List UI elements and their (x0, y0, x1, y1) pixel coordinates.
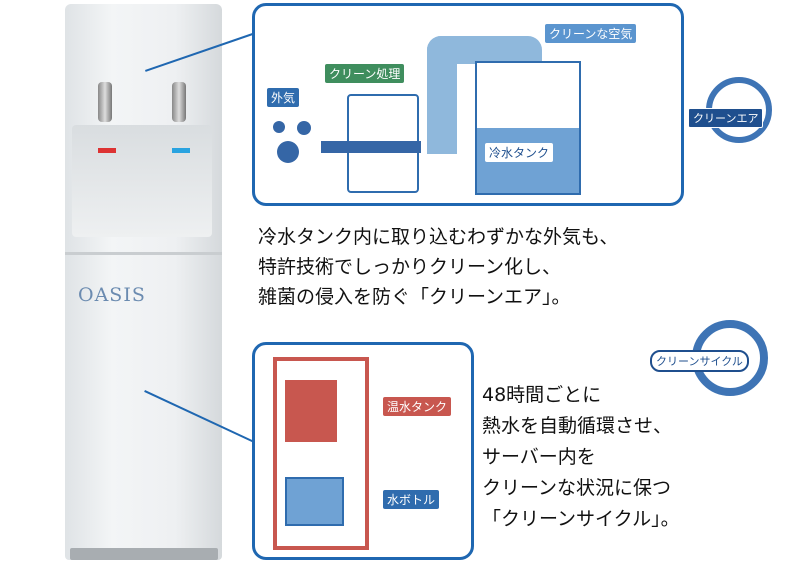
particle (297, 121, 311, 135)
particle (277, 141, 299, 163)
outside-air-label: 外気 (267, 88, 300, 107)
cold-tank: 冷水タンク (475, 61, 581, 195)
air-flow-arrow (321, 141, 421, 153)
clean-cycle-badge-text: クリーンサイクル (650, 350, 749, 372)
clean-air-badge: クリーンエア (688, 72, 778, 152)
water-bottle-label: 水ボトル (383, 490, 440, 509)
cold-indicator (172, 148, 190, 153)
air-duct-top (427, 36, 542, 64)
water-dispenser (65, 4, 222, 560)
hot-tank (285, 380, 337, 442)
text-line: 「クリーンサイクル」。 (482, 508, 680, 530)
hot-tap (172, 82, 186, 122)
dispenser-base (70, 548, 218, 560)
text-line: 特許技術でしっかりクリーン化し、 (258, 256, 562, 278)
text-line: サーバー内を (482, 446, 596, 468)
text-line: クリーンな状況に保つ (482, 477, 672, 499)
cold-tank-label: 冷水タンク (485, 143, 554, 162)
hot-indicator (98, 148, 116, 153)
clean-process-label: クリーン処理 (325, 64, 405, 83)
clean-cycle-description: 48時間ごとに 熱水を自動循環させ、 サーバー内を クリーンな状況に保つ 「クリ… (482, 380, 680, 535)
text-line: 雑菌の侵入を防ぐ「クリーンエア」。 (258, 286, 571, 308)
text-line: 熱水を自動循環させ、 (482, 415, 673, 437)
dispenser-recess (72, 125, 212, 237)
divider (65, 252, 222, 255)
circulation-pipe (273, 357, 369, 550)
brand-logo: OASIS (78, 284, 146, 306)
cold-tap (98, 82, 112, 122)
clean-air-label: クリーンな空気 (545, 24, 637, 43)
clean-air-description: 冷水タンク内に取り込むわずかな外気も、 特許技術でしっかりクリーン化し、 雑菌の… (258, 222, 618, 312)
clean-cycle-diagram: 温水タンク 水ボトル (252, 342, 474, 560)
hot-tank-label: 温水タンク (383, 397, 452, 416)
water-bottle (285, 477, 344, 526)
clean-air-diagram: 外気 クリーン処理 クリーンな空気 冷水タンク (252, 3, 684, 206)
particle (273, 121, 285, 133)
clean-cycle-badge: クリーンサイクル (650, 318, 798, 398)
clean-air-badge-text: クリーンエア (688, 108, 764, 128)
text-line: 冷水タンク内に取り込むわずかな外気も、 (258, 226, 619, 248)
text-line: 48時間ごとに (482, 384, 602, 406)
